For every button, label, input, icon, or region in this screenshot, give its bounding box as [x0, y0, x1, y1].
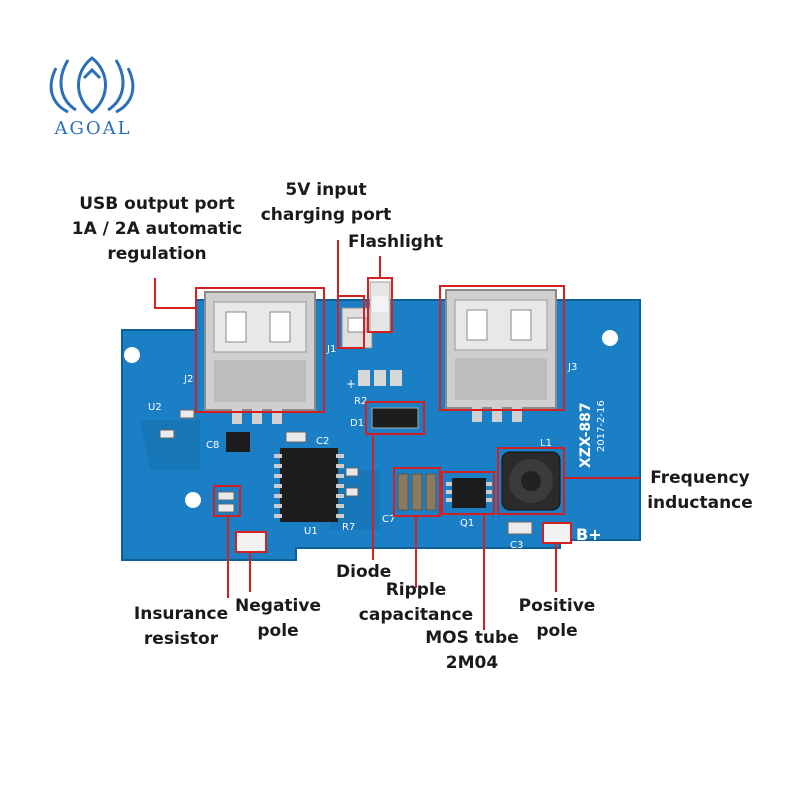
ic-u2 — [226, 432, 250, 452]
leader-lines — [154, 240, 640, 630]
label-frequency-inductance: Frequency inductance — [640, 466, 760, 516]
label-negative-pole: Negative pole — [228, 594, 328, 644]
mark-c3: C3 — [510, 540, 523, 551]
label-line: charging port — [260, 205, 392, 225]
label-ripple-capacitance: Ripple capacitance — [356, 578, 476, 628]
negative-pole-pad — [235, 531, 267, 553]
label-line: Insurance — [133, 604, 229, 624]
usb-port-right — [445, 289, 557, 422]
label-line: USB output port — [79, 194, 235, 214]
label-line: regulation — [107, 244, 207, 264]
mounting-hole — [185, 492, 201, 508]
label-usb-output: USB output port 1A / 2A automatic regula… — [62, 192, 252, 267]
label-line: pole — [536, 621, 578, 641]
diode-chip — [371, 407, 419, 429]
label-line: pole — [257, 621, 299, 641]
ripple-capacitors — [397, 473, 437, 511]
mark-date: 2017-2-16 — [596, 400, 607, 452]
label-line: Ripple — [385, 580, 447, 600]
mark-c8: C8 — [206, 440, 219, 451]
ic-u1 — [274, 448, 344, 522]
mark-model: XZX-887 — [578, 402, 594, 468]
mark-c2: C2 — [316, 436, 329, 447]
label-mos-tube: MOS tube 2M04 — [422, 626, 522, 676]
label-line: Frequency — [650, 468, 750, 488]
mark-d1: D1 — [350, 418, 364, 429]
mark-c7: C7 — [382, 514, 395, 525]
agoal-logo-icon — [49, 56, 135, 114]
smd-components — [159, 409, 533, 535]
label-line: 5V input — [285, 180, 367, 200]
mark-r2: R2 — [354, 396, 367, 407]
mark-q1: Q1 — [460, 518, 474, 529]
mark-j1: J1 — [326, 344, 336, 355]
label-line: 1A / 2A automatic — [71, 219, 243, 239]
mounting-hole — [124, 347, 140, 363]
label-line: Negative — [235, 596, 321, 616]
positive-pole-pad — [542, 522, 572, 544]
label-line: Positive — [518, 596, 596, 616]
mark-r7: R7 — [342, 522, 355, 533]
inductor — [501, 451, 561, 511]
mark-l1: L1 — [540, 438, 552, 449]
header-pins — [358, 370, 402, 386]
label-input-port: 5V input charging port — [256, 178, 396, 228]
mark-j3: J3 — [567, 362, 577, 373]
mark-plus: + — [346, 377, 356, 391]
label-line: inductance — [647, 493, 753, 513]
flashlight-led — [369, 281, 391, 333]
mark-j2: J2 — [183, 374, 193, 385]
label-line: resistor — [143, 629, 219, 649]
mark-u2: U2 — [148, 402, 162, 413]
brand-logo-text: AGOAL — [54, 118, 132, 139]
usb-port-left — [204, 291, 316, 424]
label-line: 2M04 — [445, 653, 499, 673]
label-insurance-resistor: Insurance resistor — [126, 602, 236, 652]
mounting-hole — [602, 330, 618, 346]
label-line: capacitance — [358, 605, 474, 625]
mark-u1: U1 — [304, 526, 318, 537]
label-line: MOS tube — [425, 628, 519, 648]
mos-tube-chip — [446, 478, 492, 508]
highlight-boxes — [195, 277, 565, 517]
label-flashlight: Flashlight — [348, 232, 444, 252]
label-positive-pole: Positive pole — [512, 594, 602, 644]
mark-bplus: B+ — [576, 525, 602, 544]
label-diode: Diode — [336, 562, 392, 582]
